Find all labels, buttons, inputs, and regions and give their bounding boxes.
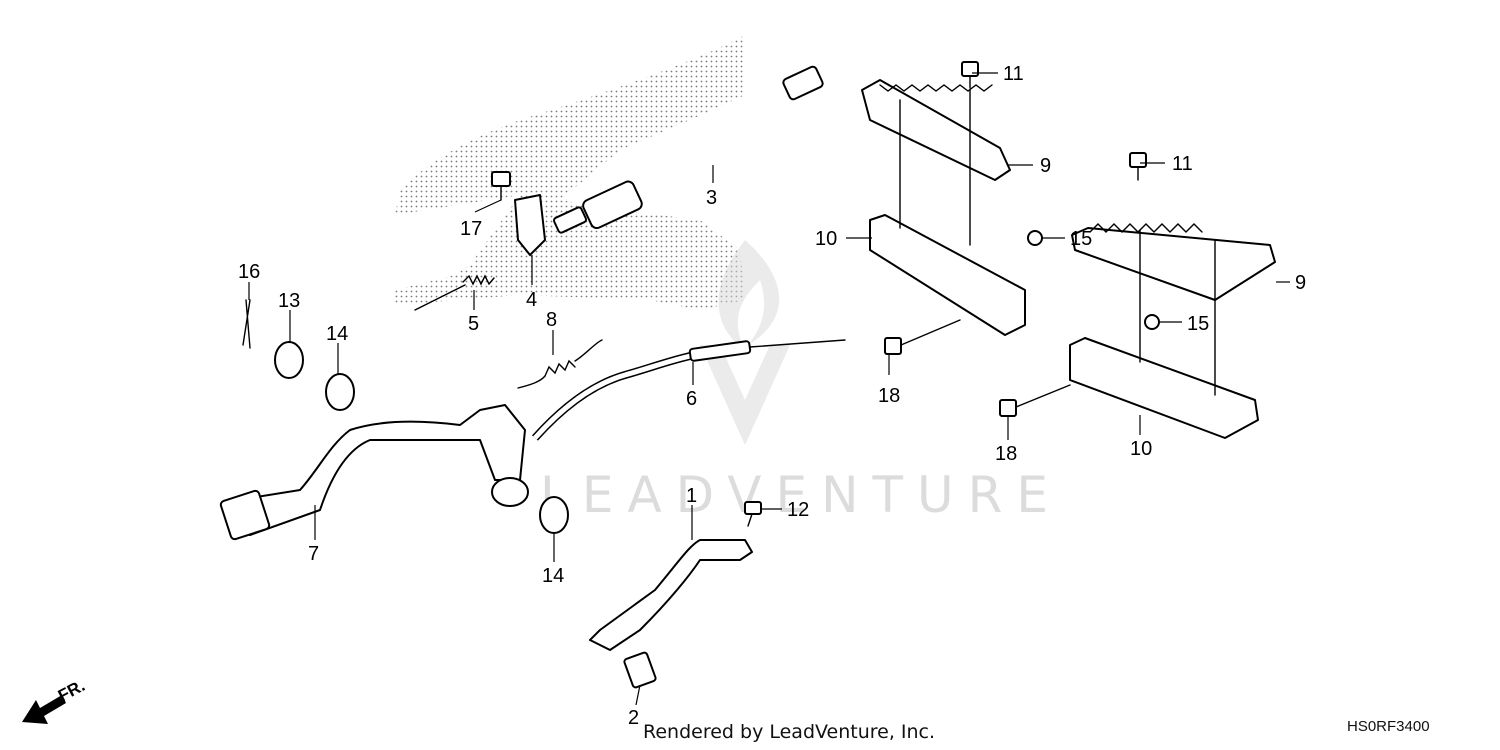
diagram-code: HS0RF3400 [1347, 718, 1430, 735]
brand-wing-background [395, 35, 745, 310]
callout-10-lower: 10 [1130, 438, 1152, 460]
part-3-brake-switch [553, 65, 824, 234]
callout-18-lower: 18 [995, 443, 1017, 465]
callout-12: 12 [787, 499, 809, 521]
part-16-cotter-pin [242, 299, 251, 349]
callouts: 11 9 10 15 18 11 9 15 18 10 3 4 17 5 8 6… [238, 63, 1306, 729]
part-8-spring [517, 339, 603, 389]
callout-15-upper: 15 [1070, 228, 1092, 250]
callout-11-lower: 11 [1172, 153, 1193, 175]
callout-8: 8 [546, 309, 557, 331]
callout-15-lower: 15 [1187, 313, 1209, 335]
callout-17: 17 [460, 218, 482, 240]
callout-5: 5 [468, 313, 479, 335]
part-7-brake-pedal [219, 404, 529, 541]
callout-6: 6 [686, 388, 697, 410]
callout-10-upper: 10 [815, 228, 837, 250]
footer-credit: Rendered by LeadVenture, Inc. [643, 721, 935, 743]
callout-14-upper: 14 [326, 323, 348, 345]
watermark-text: LEADVENTURE [540, 466, 1062, 524]
callout-14-lower: 14 [542, 565, 564, 587]
callout-7: 7 [308, 543, 319, 565]
part-14-seal-lower [539, 496, 569, 534]
part-14-seal-upper [325, 373, 355, 411]
callout-1: 1 [686, 485, 697, 507]
callout-9-lower: 9 [1295, 272, 1306, 294]
part-4-bracket [514, 194, 546, 256]
watermark-logo [700, 240, 790, 445]
part-6-cable [532, 339, 846, 441]
lower-footpeg-assembly [999, 152, 1276, 439]
front-arrow-icon: FR. [22, 676, 88, 724]
callout-13: 13 [278, 290, 300, 312]
leader-lines [248, 72, 1290, 706]
upper-footpeg-assembly [861, 61, 1043, 355]
callout-16: 16 [238, 261, 260, 283]
callout-4: 4 [526, 289, 537, 311]
callout-9-upper: 9 [1040, 155, 1051, 177]
callout-11-upper: 11 [1003, 63, 1024, 85]
callout-2: 2 [628, 707, 639, 729]
callout-18-upper: 18 [878, 385, 900, 407]
part-17-bolt [491, 171, 511, 201]
part-13-washer [274, 341, 304, 379]
part-1-shift-lever [589, 539, 753, 689]
part-12-bolt [744, 501, 762, 527]
callout-3: 3 [706, 187, 717, 209]
part-5-spring [414, 274, 495, 311]
